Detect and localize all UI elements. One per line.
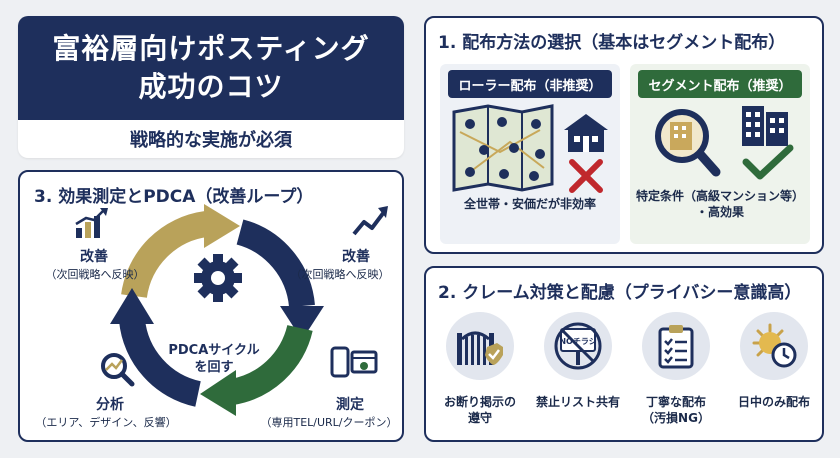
section3-heading: 3. 効果測定とPDCA（改善ループ）: [34, 187, 314, 207]
pdca-cycle-graphic: [75, 204, 388, 416]
sun-clock-icon: [752, 323, 797, 368]
main-title-line1: 富裕層向けポスティング: [52, 32, 370, 65]
pdca-center-line1: PDCAサイクル: [168, 343, 260, 358]
growth-chart-icon-left: [75, 208, 108, 238]
item-shared-ban-list: NOチラシ 禁止リスト共有: [530, 312, 626, 410]
item3-caption: 丁寧な配布 （汚損NG）: [628, 394, 724, 426]
title-card: 富裕層向けポスティング 成功のコツ 戦略的な実施が必須: [18, 16, 404, 158]
section-complaint-prevention: 2. クレーム対策と配慮（プライバシー意識高） お断り掲示の 遵守: [424, 266, 824, 442]
segment-caption: 特定条件（高級マンション等） ・高効果: [630, 188, 810, 220]
trend-up-icon-right: [352, 206, 388, 236]
improve-right-title: 改善: [342, 249, 370, 265]
cycle-arrow-navy-left: [119, 318, 202, 407]
section-pdca: 3. 効果測定とPDCA（改善ループ）: [18, 170, 404, 442]
section2-heading: 2. クレーム対策と配慮（プライバシー意識高）: [438, 283, 802, 303]
improve-right-sub: （次回戦略へ反映）: [290, 268, 390, 281]
segment-distribution-card: セグメント配布（推奨） 特定条件（高級マンション等） ・高効果: [630, 64, 810, 244]
item2-circle: NOチラシ: [544, 312, 612, 380]
cycle-arrowhead-navy-right: [280, 306, 324, 340]
phone-browser-icon: [330, 346, 378, 378]
item4-line1: 日中のみ配布: [737, 395, 810, 409]
gear-icon: [194, 254, 242, 302]
title-band: 富裕層向けポスティング 成功のコツ: [18, 16, 404, 120]
map-icon: [452, 104, 554, 192]
segment-caption-line1: 特定条件（高級マンション等）: [635, 189, 804, 203]
improve-left-title: 改善: [80, 249, 108, 265]
clipboard-checklist-icon: [658, 325, 694, 369]
red-x-icon: [569, 159, 603, 193]
main-title-line2: 成功のコツ: [138, 70, 284, 103]
measure-title: 測定: [336, 397, 364, 413]
item-careful-distribution: 丁寧な配布 （汚損NG）: [628, 312, 724, 426]
cycle-arrowhead-navy-left: [110, 288, 154, 324]
buildings-icon: [742, 106, 788, 146]
item3-line2: （汚損NG）: [642, 411, 710, 425]
item2-caption: 禁止リスト共有: [530, 394, 626, 410]
no-flyer-text: NOチラシ: [559, 337, 596, 346]
item2-line1: 禁止リスト共有: [535, 395, 620, 409]
analysis-magnifier-icon: [101, 353, 135, 387]
section1-heading: 1. 配布方法の選択（基本はセグメント配布）: [438, 33, 786, 53]
magnifier-icon: [655, 109, 721, 177]
cycle-arrow-navy-right: [236, 219, 315, 308]
item1-line2: 遵守: [467, 411, 492, 425]
analysis-title: 分析: [96, 397, 124, 413]
segment-illustration: [655, 106, 794, 180]
roller-caption: 全世帯・安価だが非効率: [463, 197, 596, 211]
measure-sub: （専用TEL/URL/クーポン）: [260, 416, 398, 429]
roller-illustration: [452, 104, 608, 193]
item1-line1: お断り掲示の: [443, 395, 516, 409]
segment-label: セグメント配布（推奨）: [638, 70, 802, 98]
pdca-center-label: PDCAサイクル を回す: [146, 342, 282, 376]
segment-caption-line2: ・高効果: [695, 205, 744, 219]
item4-caption: 日中のみ配布: [726, 394, 822, 410]
roller-distribution-card: ローラー配布（非推奨）: [440, 64, 620, 244]
roller-label: ローラー配布（非推奨）: [448, 70, 612, 98]
item-respect-no-flyer-notice: お断り掲示の 遵守: [432, 312, 528, 426]
item-daytime-only: 日中のみ配布: [726, 312, 822, 410]
gate-shield-icon: [457, 331, 503, 365]
cycle-arrow-green: [229, 324, 313, 405]
item3-circle: [642, 312, 710, 380]
item4-circle: [740, 312, 808, 380]
item3-line1: 丁寧な配布: [645, 395, 706, 409]
cycle-arrow-gold: [121, 211, 209, 299]
cycle-arrowhead-gold: [204, 204, 240, 248]
cycle-arrowhead-green: [200, 370, 236, 416]
analysis-sub: （エリア、デザイン、反響）: [35, 416, 177, 429]
section-distribution-method: 1. 配布方法の選択（基本はセグメント配布） ローラー配布（非推奨）: [424, 16, 824, 254]
item1-caption: お断り掲示の 遵守: [432, 394, 528, 426]
subtitle: 戦略的な実施が必須: [130, 130, 292, 151]
improve-left-sub: （次回戦略へ反映）: [45, 268, 145, 281]
item1-circle: [446, 312, 514, 380]
pdca-center-line2: を回す: [194, 360, 234, 375]
house-icon: [564, 114, 608, 152]
green-check-icon: [742, 144, 794, 180]
no-flyer-sign-icon: NOチラシ: [554, 322, 602, 370]
